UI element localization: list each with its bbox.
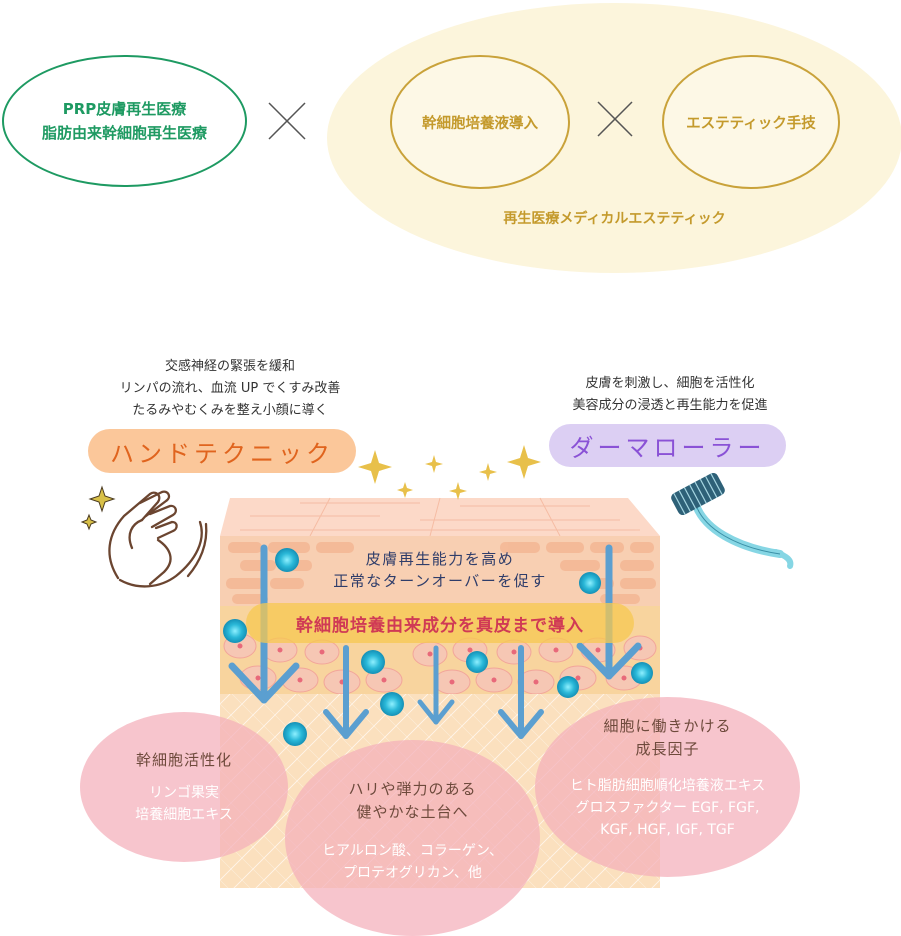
bubble-right-sub-3: KGF, HGF, IGF, TGF xyxy=(600,822,735,838)
skin-text-line-1: 皮膚再生能力を高め xyxy=(365,550,515,568)
derma-roller-description: 皮膚を刺激し、細胞を活性化 美容成分の浸透と再生能力を促進 xyxy=(520,373,820,417)
cross-icon xyxy=(597,101,633,137)
stem-cell-introduction-ellipse: 幹細胞培養液導入 xyxy=(390,55,570,189)
prp-regenerative-medicine-ellipse: PRP皮膚再生医療 脂肪由来幹細胞再生医療 xyxy=(2,55,247,187)
stem-cell-activation-bubble: 幹細胞活性化 リンゴ果実 培養細胞エキス xyxy=(80,712,288,862)
derma-desc-line-2: 美容成分の浸透と再生能力を促進 xyxy=(572,398,768,413)
bubble-right-heading-2: 成長因子 xyxy=(635,740,700,758)
bubble-right-heading-1: 細胞に働きかける xyxy=(603,717,732,735)
derma-roller-icon xyxy=(671,472,794,569)
skin-regeneration-text: 皮膚再生能力を高め 正常なターンオーバーを促す xyxy=(270,548,610,592)
particle-icon xyxy=(223,548,653,746)
hand-desc-line-3: たるみやむくみを整え小顔に導く xyxy=(132,403,328,418)
hand-desc-line-2: リンパの流れ、血流 UP でくすみ改善 xyxy=(119,381,341,396)
derma-desc-line-1: 皮膚を刺激し、細胞を活性化 xyxy=(585,376,755,391)
down-arrow-icon xyxy=(323,645,369,739)
sparkle-icon xyxy=(80,485,116,531)
hands-icon xyxy=(108,490,208,588)
hand-technique-description: 交感神経の緊張を緩和 リンパの流れ、血流 UP でくすみ改善 たるみやむくみを整… xyxy=(70,356,390,422)
hand-desc-line-1: 交感神経の緊張を緩和 xyxy=(164,359,295,374)
esthetic-technique-ellipse: エステティック手技 xyxy=(662,55,840,189)
cross-icon xyxy=(268,102,306,140)
bubble-middle-sub-1: ヒアルロン酸、コラーゲン、 xyxy=(321,843,504,859)
derma-roller-label: ダーマローラー xyxy=(549,424,786,467)
sparkle-icon xyxy=(358,445,541,500)
stem-cell-label: 幹細胞培養液導入 xyxy=(422,115,538,132)
bubble-left-sub-2: 培養細胞エキス xyxy=(135,806,233,823)
growth-factor-bubble: 細胞に働きかける 成長因子 ヒト脂肪細胞順化培養液エキス グロスファクター EG… xyxy=(535,697,800,877)
hand-technique-label: ハンドテクニック xyxy=(88,429,356,473)
prp-line-2: 脂肪由来幹細胞再生医療 xyxy=(41,124,207,142)
stem-cell-penetration-label: 幹細胞培養由来成分を真皮まで導入 xyxy=(246,603,634,643)
prp-line-1: PRP皮膚再生医療 xyxy=(62,100,187,118)
regen-medical-esthetic-caption: 再生医療メディカルエステティック xyxy=(503,211,726,227)
down-arrow-icon xyxy=(417,645,455,725)
elastic-foundation-bubble: ハリや弾力のある 健やかな土台へ ヒアルロン酸、コラーゲン、 プロテオグリカン、… xyxy=(285,740,540,936)
down-arrow-icon xyxy=(498,645,544,739)
bubble-middle-sub-2: プロテオグリカン、他 xyxy=(343,865,482,881)
bubble-right-sub-2: グロスファクター EGF, FGF, xyxy=(575,800,760,816)
bubble-left-sub-1: リンゴ果実 xyxy=(149,784,219,801)
skin-text-line-2: 正常なターンオーバーを促す xyxy=(333,572,547,590)
bubble-left-heading: 幹細胞活性化 xyxy=(135,750,232,769)
bubble-middle-heading-1: ハリや弾力のある xyxy=(348,780,477,798)
esthetic-label: エステティック手技 xyxy=(686,115,816,132)
bubble-right-sub-1: ヒト脂肪細胞順化培養液エキス xyxy=(569,778,766,794)
bubble-middle-heading-2: 健やかな土台へ xyxy=(356,803,469,821)
